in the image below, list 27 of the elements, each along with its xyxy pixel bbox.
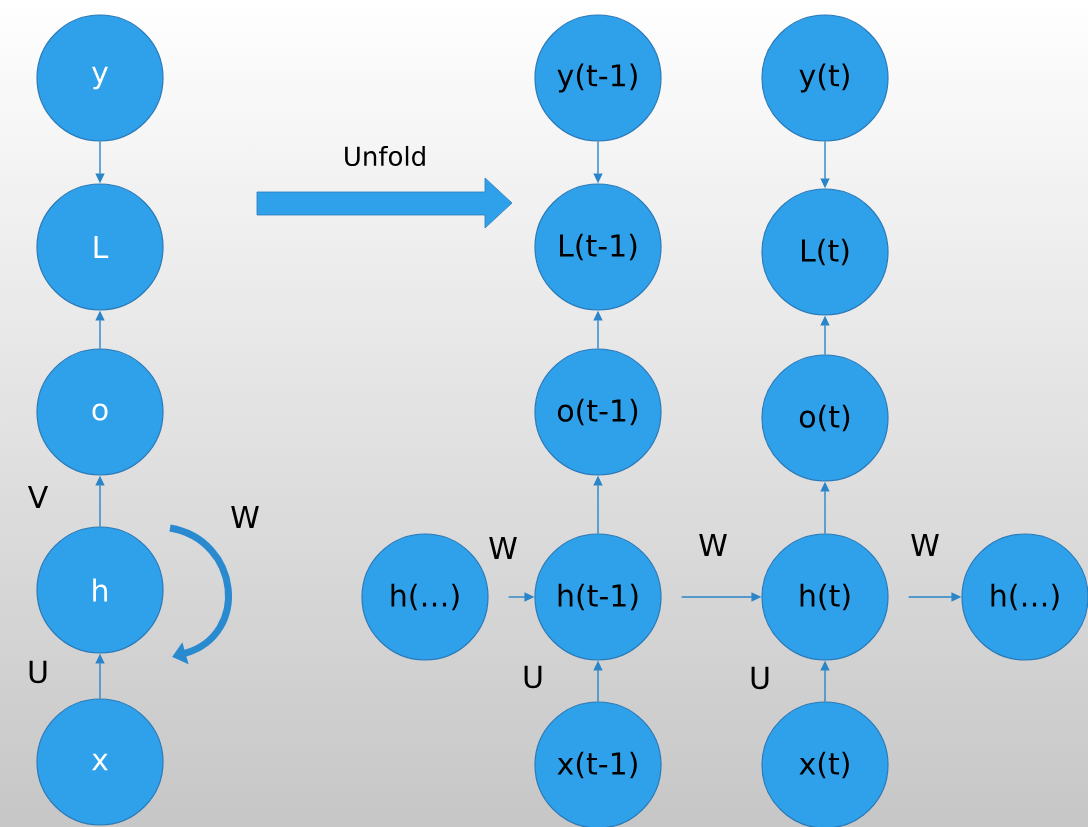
circle-node: h: [36, 526, 164, 654]
circle-node: x: [36, 698, 164, 826]
edge-label: W: [699, 534, 727, 556]
circle-node: x(t-1): [534, 701, 662, 827]
edge-label: W: [231, 506, 259, 528]
circle-node: o(t-1): [534, 348, 662, 476]
circle-node: h(t-1): [534, 533, 662, 661]
circle-node: L: [36, 183, 164, 311]
edge-label: U: [29, 660, 47, 684]
circle-node: h(t): [761, 533, 889, 661]
circle-node: L(t): [761, 188, 889, 316]
circle-node: L(t-1): [534, 183, 662, 311]
edge-label: V: [28, 486, 48, 508]
circle-node: h(…): [961, 533, 1088, 661]
unfold-label: Unfold: [345, 145, 425, 167]
circle-node: y(t-1): [534, 14, 662, 142]
circle-node: o(t): [761, 354, 889, 482]
circle-node: y: [36, 14, 164, 142]
circle-node: y(t): [761, 14, 889, 142]
circle-node: o: [36, 348, 164, 476]
loop-arrow: [169, 524, 232, 665]
edge-label: W: [489, 537, 517, 559]
edge-label: U: [751, 666, 769, 690]
circle-node: x(t): [761, 701, 889, 827]
edge-label: U: [524, 665, 542, 689]
edge-label: W: [911, 534, 939, 556]
circle-node: h(…): [361, 533, 489, 661]
